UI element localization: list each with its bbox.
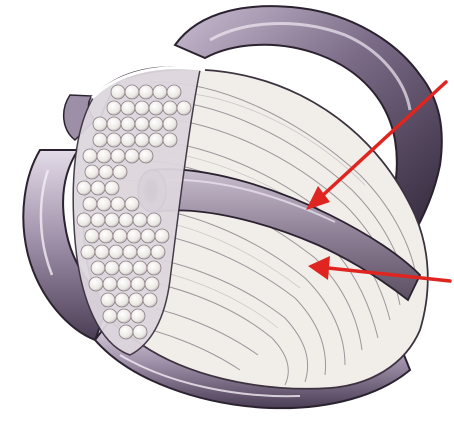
fiber-end: [85, 165, 99, 179]
fiber-end: [133, 325, 147, 339]
fiber-end: [113, 229, 127, 243]
fiber-end: [99, 229, 113, 243]
fiber-end: [105, 181, 119, 195]
fiber-end: [167, 85, 181, 99]
fiber-end: [107, 101, 121, 115]
fiber-end: [97, 197, 111, 211]
fiber-end: [149, 133, 163, 147]
fiber-end: [139, 85, 153, 99]
fiber-end: [93, 117, 107, 131]
fiber-end: [85, 229, 99, 243]
fiber-end: [139, 149, 153, 163]
fiber-end: [121, 101, 135, 115]
fiber-end: [93, 133, 107, 147]
fiber-end: [131, 309, 145, 323]
fiber-end: [91, 213, 105, 227]
fiber-end: [131, 277, 145, 291]
fiber-end: [163, 133, 177, 147]
fiber-end: [133, 213, 147, 227]
fiber-end: [135, 133, 149, 147]
fiber-end: [103, 309, 117, 323]
fiber-end: [111, 149, 125, 163]
fiber-end: [113, 165, 127, 179]
fiber-end: [99, 165, 113, 179]
fiber-end: [125, 197, 139, 211]
fiber-end: [103, 277, 117, 291]
fiber-end: [177, 101, 191, 115]
fiber-end: [101, 293, 115, 307]
fiber-end: [135, 117, 149, 131]
fiber-end: [89, 277, 103, 291]
fiber-end: [163, 117, 177, 131]
fiber-end: [127, 229, 141, 243]
fiber-end: [135, 101, 149, 115]
fiber-end: [121, 133, 135, 147]
fiber-end: [111, 197, 125, 211]
fiber-end: [117, 277, 131, 291]
fiber-end: [145, 277, 159, 291]
fiber-end: [105, 261, 119, 275]
fiber-end: [107, 117, 121, 131]
fiber-end: [91, 261, 105, 275]
fiber-end: [123, 245, 137, 259]
fiber-end: [117, 309, 131, 323]
fiber-end: [129, 293, 143, 307]
fiber-end: [153, 85, 167, 99]
fiber-end: [121, 117, 135, 131]
fiber-end: [83, 149, 97, 163]
fiber-end: [115, 293, 129, 307]
fiber-end: [151, 245, 165, 259]
fiber-end: [119, 325, 133, 339]
fiber-end: [155, 229, 169, 243]
fiber-end: [125, 149, 139, 163]
fiber-end: [107, 133, 121, 147]
fiber-end: [147, 213, 161, 227]
fiber-end: [91, 181, 105, 195]
fiber-end: [97, 149, 111, 163]
fiber-end: [111, 85, 125, 99]
fiber-end: [83, 197, 97, 211]
fiber-end: [149, 117, 163, 131]
fiber-end: [119, 261, 133, 275]
fiber-end: [81, 245, 95, 259]
fiber-end: [133, 261, 147, 275]
fiber-end: [125, 85, 139, 99]
fiber-end: [119, 213, 133, 227]
fiber-end: [141, 229, 155, 243]
fiber-end: [77, 213, 91, 227]
fiber-end: [77, 181, 91, 195]
fiber-end: [137, 245, 151, 259]
fiber-end: [163, 101, 177, 115]
fiber-end: [109, 245, 123, 259]
fiber-end: [147, 261, 161, 275]
fiber-end: [143, 293, 157, 307]
fiber-end: [105, 213, 119, 227]
fiber-end: [95, 245, 109, 259]
fiber-end: [149, 101, 163, 115]
